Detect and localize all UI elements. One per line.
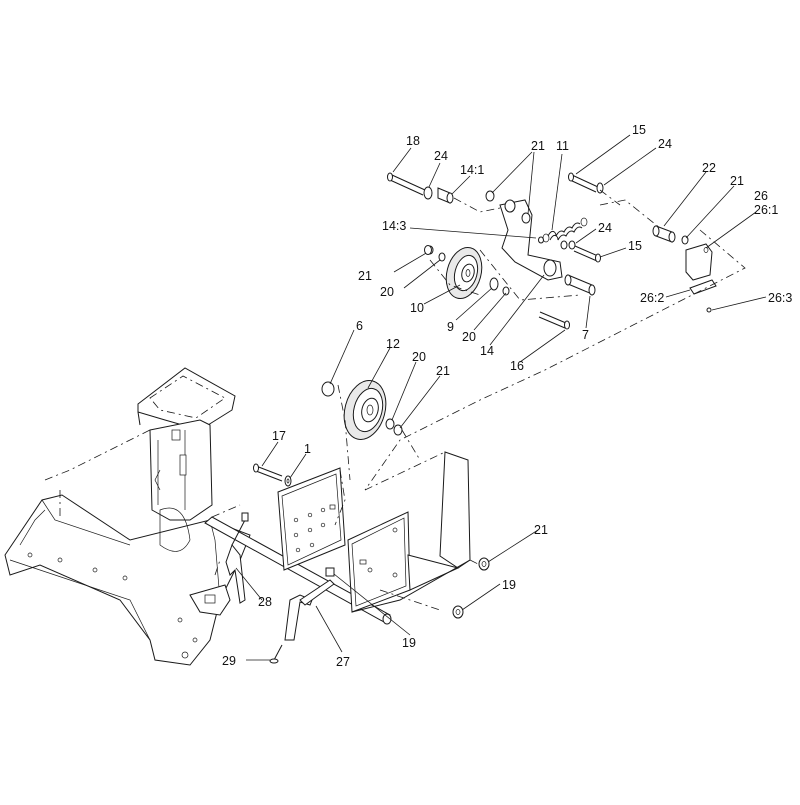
callout-1: 1 [304,442,311,456]
idler-pulley-10 [426,245,510,299]
callout-17: 17 [272,429,286,443]
callout-21: 21 [531,139,545,153]
callout-26-3: 26:3 [768,291,792,305]
callout-20: 20 [462,330,476,344]
callout-14-1: 14:1 [460,163,484,177]
nut-21-top [485,190,495,202]
callout-26-1: 26:1 [754,203,778,217]
bolt-29 [269,644,283,664]
callout-18: 18 [406,134,420,148]
spacer-24 [423,186,454,204]
callout-21: 21 [358,269,372,283]
callout-9: 9 [447,320,454,334]
callout-14-3: 14:3 [382,219,406,233]
callout-26: 26 [754,189,768,203]
callout-15: 15 [632,123,646,137]
washer-1 [284,475,292,487]
callout-24: 24 [658,137,672,151]
callout-labels: 18 24 14:1 21 11 15 24 22 21 26 26:1 14:… [222,123,792,669]
idler-arm-14 [499,199,563,281]
callout-7: 7 [582,328,589,342]
spacer-22 [652,225,689,245]
bolt-15-top [568,172,604,194]
pin-7 [564,274,596,296]
bolt-16 [538,311,570,330]
left-mount-plate [277,467,346,571]
callout-14: 14 [480,344,494,358]
callout-28: 28 [258,595,272,609]
callout-24: 24 [598,221,612,235]
callout-22: 22 [702,161,716,175]
callout-21: 21 [534,523,548,537]
callout-21: 21 [730,174,744,188]
idler-pulley-12 [321,380,403,440]
callout-20: 20 [380,285,394,299]
callout-12: 12 [386,337,400,351]
spring-11 [542,217,588,243]
right-mount-bracket [347,451,471,613]
callout-16: 16 [510,359,524,373]
callout-26-2: 26:2 [640,291,664,305]
callout-27: 27 [336,655,350,669]
bolt-15-lower [560,240,601,263]
callout-19: 19 [502,578,516,592]
callout-11: 11 [556,139,569,153]
callout-6: 6 [356,319,363,333]
belt-routing-lines [214,189,746,611]
callout-21: 21 [436,364,450,378]
bracket-26 [685,243,717,313]
leader-lines [235,134,767,661]
bolt-18 [387,172,426,196]
callout-10: 10 [410,301,424,315]
nut-21-left [424,245,432,255]
lever-assembly-28 [225,512,249,604]
callout-24: 24 [434,149,448,163]
callout-19: 19 [402,636,416,650]
nut-19-lower [452,605,464,619]
callout-29: 29 [222,654,236,668]
bolt-17 [253,463,283,482]
callout-15: 15 [628,239,642,253]
chassis-frame [4,367,251,666]
callout-20: 20 [412,350,426,364]
nut-21-right [478,557,490,571]
lever-assembly-27 [284,567,335,641]
